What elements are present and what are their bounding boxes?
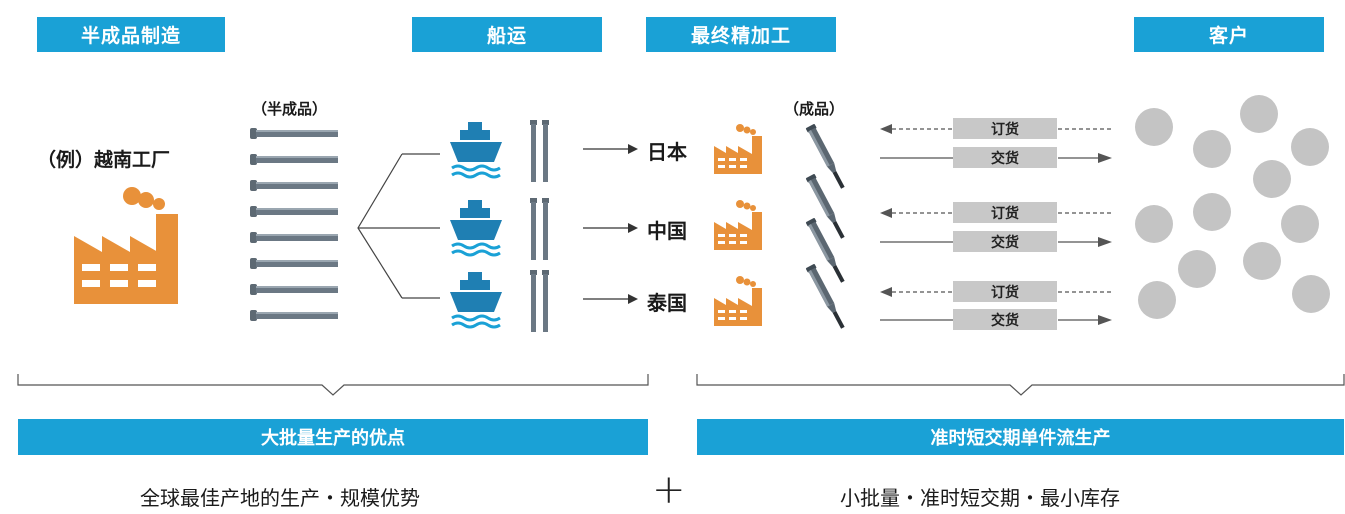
delivery-tag: 交货 bbox=[953, 147, 1057, 168]
band-mass-production-advantage: 大批量生产的优点 bbox=[18, 419, 648, 455]
customer-circle bbox=[1292, 275, 1330, 313]
summary-left: 全球最佳产地的生产・规模优势 bbox=[140, 486, 420, 510]
example-factory-label: （例）越南工厂 bbox=[37, 149, 171, 171]
header-semi-manufacturing: 半成品制造 bbox=[37, 17, 225, 52]
ship-icon bbox=[450, 122, 502, 179]
finished-product-label: （成品） bbox=[784, 100, 845, 118]
order-tag: 订货 bbox=[953, 202, 1057, 223]
small-factory-icon bbox=[714, 124, 762, 174]
delivery-tag: 交货 bbox=[953, 309, 1057, 330]
customer-circle bbox=[1135, 205, 1173, 243]
header-final-processing: 最终精加工 bbox=[646, 17, 836, 52]
summary-right: 小批量・准时短交期・最小库存 bbox=[840, 486, 1120, 510]
country-japan: 日本 bbox=[647, 140, 687, 164]
customer-circle bbox=[1193, 193, 1231, 231]
customer-circle bbox=[1240, 95, 1278, 133]
vertical-rods-icon bbox=[530, 120, 549, 182]
customer-circle bbox=[1193, 130, 1231, 168]
finished-product-pins bbox=[805, 123, 848, 331]
ship-icon bbox=[450, 200, 502, 257]
order-tag: 订货 bbox=[953, 118, 1057, 139]
customer-circle bbox=[1281, 205, 1319, 243]
plus-sign: + bbox=[652, 467, 686, 513]
customer-circle bbox=[1178, 250, 1216, 288]
customer-circle bbox=[1291, 128, 1329, 166]
header-customer: 客户 bbox=[1134, 17, 1324, 52]
customer-circle bbox=[1138, 281, 1176, 319]
customer-circle bbox=[1243, 242, 1281, 280]
ship-icon bbox=[450, 272, 502, 329]
small-factory-icon bbox=[714, 200, 762, 250]
small-factory-icon bbox=[714, 276, 762, 326]
customer-circle bbox=[1135, 108, 1173, 146]
delivery-tag: 交货 bbox=[953, 231, 1057, 252]
semi-product-label: （半成品） bbox=[252, 100, 328, 118]
country-thailand: 泰国 bbox=[647, 291, 687, 315]
customer-circle bbox=[1253, 160, 1291, 198]
header-shipping: 船运 bbox=[412, 17, 602, 52]
vertical-rods-icon bbox=[530, 198, 549, 260]
large-factory-icon bbox=[74, 187, 178, 304]
order-tag: 订货 bbox=[953, 281, 1057, 302]
band-jit-single-piece-flow: 准时短交期单件流生产 bbox=[697, 419, 1344, 455]
vertical-rods-icon bbox=[530, 270, 549, 332]
country-china: 中国 bbox=[647, 219, 687, 243]
